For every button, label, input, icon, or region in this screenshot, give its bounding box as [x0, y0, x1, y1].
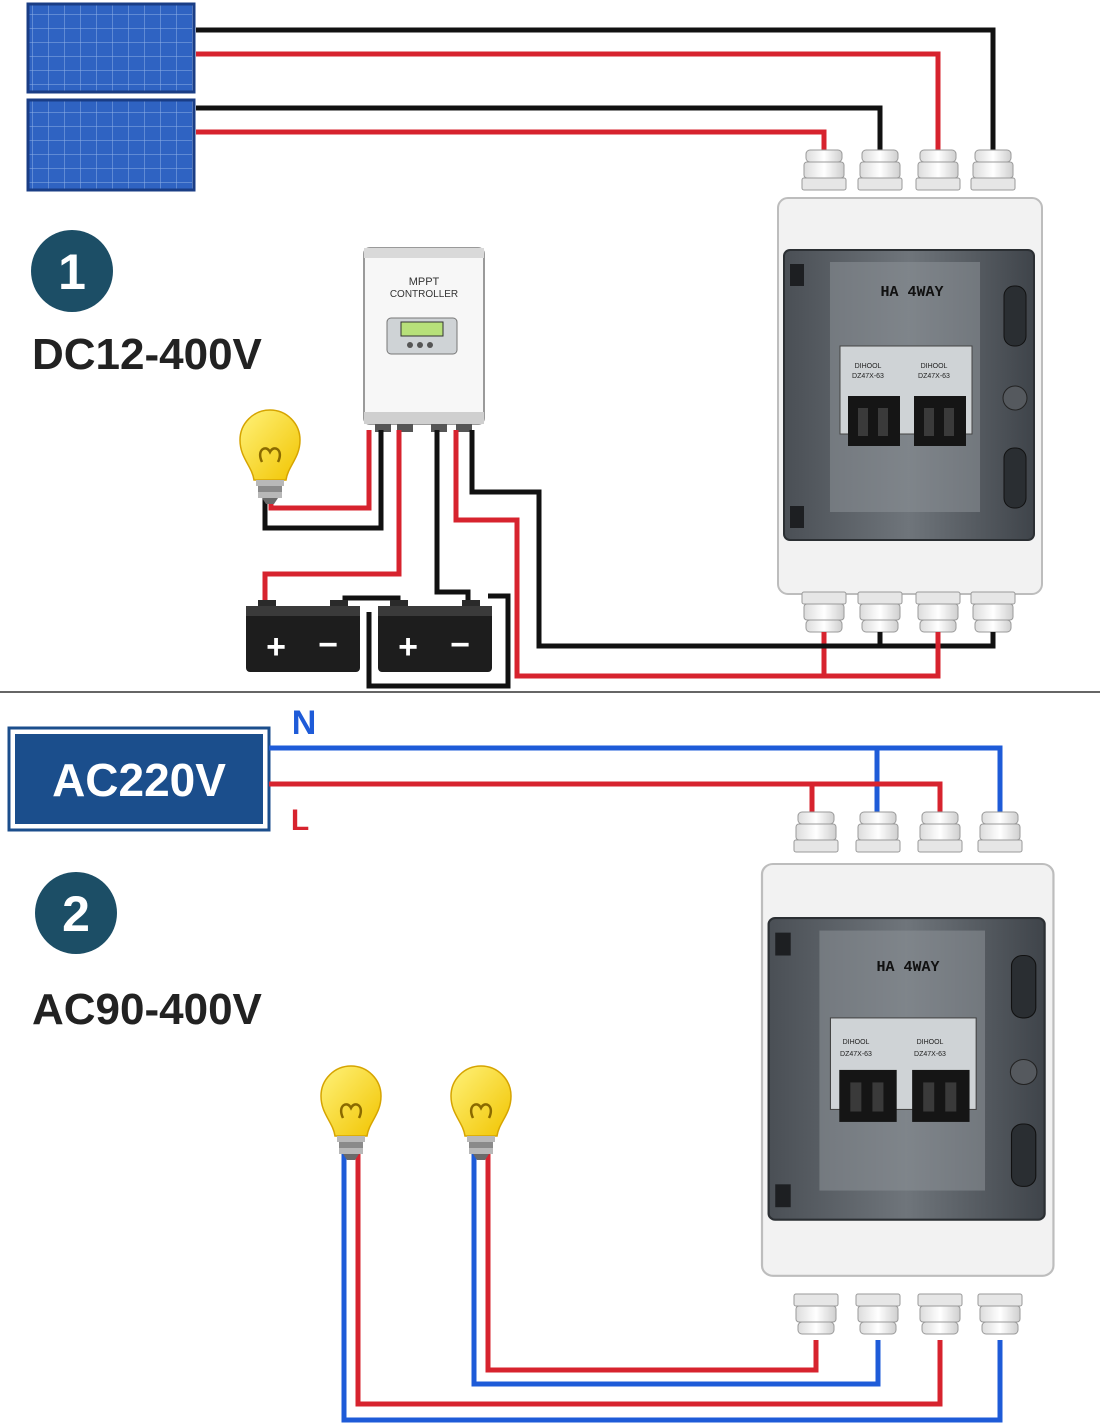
line-label: L: [291, 804, 309, 837]
solar-panel-1: [26, 2, 196, 94]
voltage-label: DC12-400V: [32, 330, 263, 379]
battery-plus: +: [398, 628, 418, 666]
section-dc: HA 4WAY DIHOOL DIHOOL DZ47X-63 DZ47X-63 …: [26, 2, 1043, 689]
box-title: HA 4WAY: [876, 959, 939, 976]
solar-panel-2: [26, 98, 196, 192]
mppt-controller: MPPT CONTROLLER: [363, 247, 485, 432]
ac-source-label: AC220V: [52, 754, 226, 806]
battery-minus: −: [450, 626, 470, 664]
distribution-box-ac: HA 4WAY DIHOOL DIHOOL DZ47X-63 DZ47X-63: [760, 811, 1055, 1335]
controller-label-line1: MPPT: [409, 276, 440, 288]
lamp-dc: [238, 408, 302, 506]
controller-wires: [262, 430, 996, 689]
box-title: HA 4WAY: [880, 284, 943, 301]
distribution-box-dc: HA 4WAY DIHOOL DIHOOL DZ47X-63 DZ47X-63: [777, 149, 1043, 633]
badge-number: 2: [62, 886, 90, 942]
battery-minus: −: [318, 626, 338, 664]
breaker-model: DZ47X-63: [918, 373, 950, 380]
lamp-ac-2: [449, 1064, 513, 1162]
lamp-ac-1: [319, 1064, 383, 1162]
battery-1: + −: [246, 600, 360, 672]
battery-2: + −: [378, 600, 492, 672]
ac-source-box: AC220V: [7, 726, 271, 832]
breaker-model: DZ47X-63: [852, 373, 884, 380]
breaker-brand: DIHOOL: [921, 363, 948, 370]
ac-input-wires: [269, 745, 1003, 818]
breaker-brand: DIHOOL: [843, 1039, 870, 1046]
breaker-model: DZ47X-63: [914, 1051, 946, 1058]
section-number-badge: 2: [35, 872, 117, 954]
panel-wires: [196, 27, 996, 160]
breaker-brand: DIHOOL: [917, 1039, 944, 1046]
controller-label-line2: CONTROLLER: [390, 289, 458, 300]
ac-output-wires: [341, 1150, 1003, 1423]
voltage-label: AC90-400V: [32, 985, 263, 1034]
section-ac: AC220V N L HA 4WAY DIHOOL DIHOOL DZ47X-6…: [7, 704, 1055, 1423]
neutral-label: N: [292, 704, 317, 742]
battery-plus: +: [266, 628, 286, 666]
breaker-model: DZ47X-63: [840, 1051, 872, 1058]
breaker-brand: DIHOOL: [855, 363, 882, 370]
badge-number: 1: [58, 244, 86, 300]
section-number-badge: 1: [31, 230, 113, 312]
